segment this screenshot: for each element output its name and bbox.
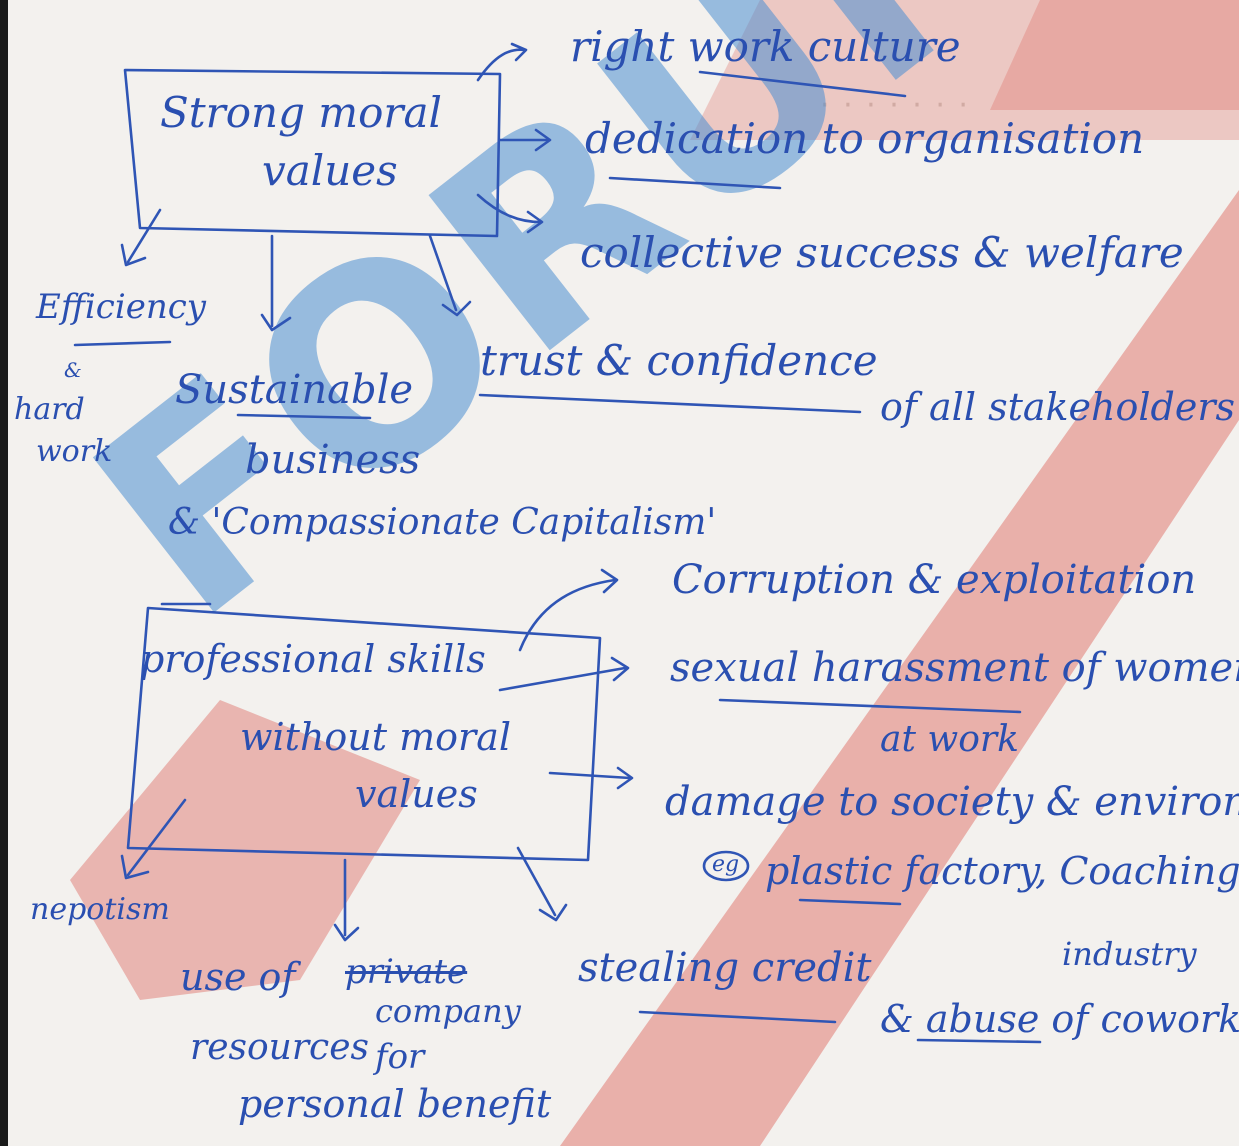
box1-title-line1: Strong moral: [160, 88, 442, 137]
box2-title-line3: values: [355, 772, 478, 816]
personal-benefit-label: personal benefit: [238, 1082, 552, 1126]
trust-tail-label: of all stakeholders: [880, 385, 1235, 429]
stealing-label: stealing credit: [578, 945, 872, 991]
efficiency-label: Efficiency: [36, 287, 206, 327]
business-label: business: [245, 437, 421, 483]
example-label: plastic factory, Coaching: [765, 849, 1239, 893]
abuse-label: & abuse of coworkers: [880, 997, 1239, 1041]
nepotism-label: nepotism: [30, 892, 170, 927]
consequence-damage: damage to society & environment: [665, 779, 1239, 825]
work-label: work: [36, 434, 113, 469]
arrow-nepotism: [126, 798, 187, 877]
outcome-work-culture: right work culture: [570, 22, 961, 71]
compassionate-label: & 'Compassionate Capitalism': [168, 502, 717, 543]
trust-label: trust & confidence: [480, 336, 878, 385]
arrow-damage: [548, 771, 632, 780]
arrow-harassment: [498, 666, 627, 692]
sustainable-label: Sustainable: [175, 367, 414, 413]
box1-outline: [123, 68, 502, 238]
arrow-stealing: [516, 846, 557, 917]
consequence-harassment: sexual harassment of women: [670, 645, 1239, 691]
outcome-dedication: dedication to organisation: [585, 114, 1145, 163]
arrow-trust: [428, 234, 458, 312]
box2-title-line2: without moral: [240, 715, 512, 759]
arrow-collective: [476, 193, 542, 224]
arrow-work-culture: [476, 48, 527, 82]
amp-label: &: [64, 358, 82, 382]
resources-label: resources: [190, 1027, 369, 1068]
eg-label: eg: [712, 852, 740, 877]
hard-label: hard: [14, 392, 85, 427]
outcome-collective: collective success & welfare: [580, 228, 1184, 277]
use-of-label: use of: [180, 955, 296, 999]
example-label-line2: industry: [1062, 935, 1197, 973]
box2-outline: [126, 606, 602, 862]
box2-title-line1: professional skills: [140, 637, 486, 681]
arrow-corruption: [518, 578, 617, 652]
company-label: company: [375, 992, 521, 1030]
consequence-harassment-line2: at work: [880, 719, 1019, 760]
struck-word: private: [345, 952, 468, 992]
consequence-corruption: Corruption & exploitation: [672, 557, 1197, 603]
arrow-efficiency: [126, 208, 162, 264]
page-edge: [0, 0, 8, 1146]
box1-title-line2: values: [262, 146, 398, 195]
for-label: for: [375, 1037, 425, 1077]
